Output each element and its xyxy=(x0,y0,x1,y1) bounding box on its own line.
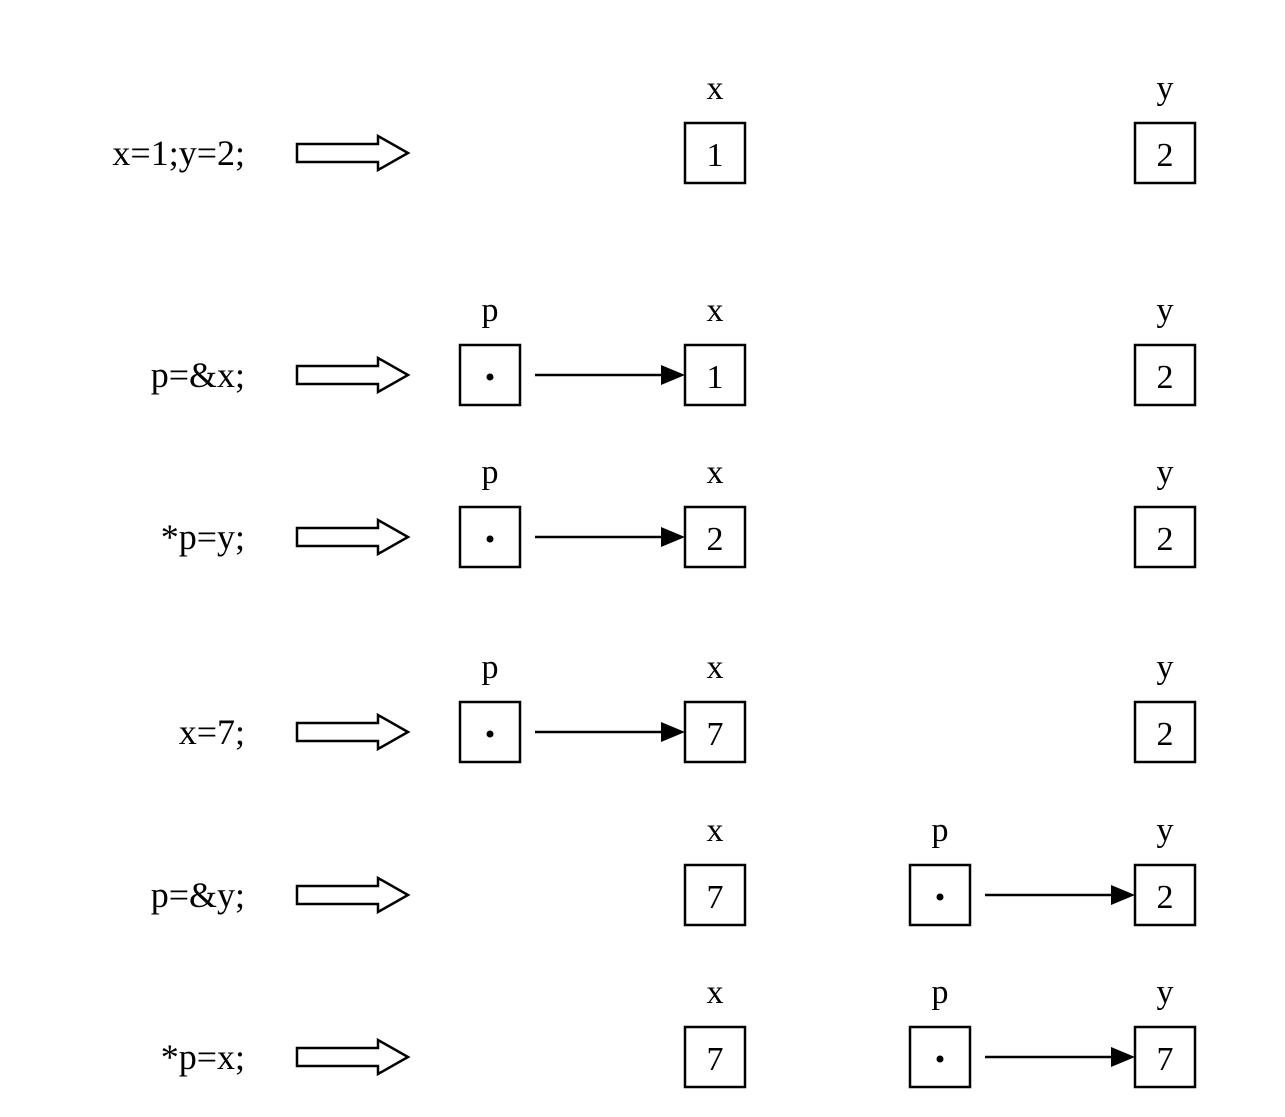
statement-label: *p=y; xyxy=(161,517,245,557)
transition-arrow xyxy=(295,133,411,173)
pointer-dot xyxy=(486,535,494,543)
variable-x-box xyxy=(683,121,747,185)
variable-y-value: 2 xyxy=(1157,521,1174,558)
variable-x-box xyxy=(683,1025,747,1089)
pointer-arrow-head xyxy=(1111,1047,1135,1067)
pointer-p: p xyxy=(908,974,1135,1089)
variable-x-value: 2 xyxy=(707,521,724,558)
variable-x-value: 7 xyxy=(707,879,724,916)
variable-y-cell: y2 xyxy=(1133,292,1197,407)
pointer-dot xyxy=(486,373,494,381)
transition-arrow xyxy=(295,712,411,752)
pointer-p: p xyxy=(458,292,685,407)
variable-y-cell: y2 xyxy=(1133,812,1197,927)
statement-label: p=&y; xyxy=(151,875,245,915)
statement-label: x=7; xyxy=(179,712,245,752)
variable-x-cell: x2 xyxy=(683,454,747,569)
variable-x-value: 1 xyxy=(707,359,724,396)
variable-y-cell: y2 xyxy=(1133,649,1197,764)
variable-x-label: x xyxy=(707,974,724,1011)
variable-y-label: y xyxy=(1157,812,1174,849)
pointer-dot xyxy=(936,1055,944,1063)
variable-y-label: y xyxy=(1157,292,1174,329)
transition-arrow xyxy=(295,1037,411,1077)
variable-y-label: y xyxy=(1157,454,1174,491)
pointer-label: p xyxy=(482,292,499,329)
pointer-label: p xyxy=(482,649,499,686)
statement-label: p=&x; xyxy=(151,355,245,395)
pointer-arrow-head xyxy=(661,722,685,742)
variable-y-box xyxy=(1133,1025,1197,1089)
pointer-p: p xyxy=(458,454,685,569)
variable-y-value: 2 xyxy=(1157,716,1174,753)
variable-x-box xyxy=(683,700,747,764)
variable-x-cell: x1 xyxy=(683,70,747,185)
variable-x-label: x xyxy=(707,454,724,491)
pointer-label: p xyxy=(932,974,949,1011)
variable-x-value: 7 xyxy=(707,716,724,753)
variable-y-label: y xyxy=(1157,70,1174,107)
variable-y-label: y xyxy=(1157,649,1174,686)
transition-arrow xyxy=(295,875,411,915)
variable-x-cell: x7 xyxy=(683,812,747,927)
variable-y-box xyxy=(1133,505,1197,569)
variable-y-box xyxy=(1133,121,1197,185)
transition-arrow xyxy=(295,355,411,395)
variable-x-box xyxy=(683,505,747,569)
variable-y-box xyxy=(1133,700,1197,764)
variable-y-value: 7 xyxy=(1157,1041,1174,1078)
pointer-arrow-head xyxy=(1111,885,1135,905)
variable-x-value: 7 xyxy=(707,1041,724,1078)
variable-y-value: 2 xyxy=(1157,359,1174,396)
variable-x-label: x xyxy=(707,649,724,686)
variable-y-cell: y2 xyxy=(1133,454,1197,569)
pointer-arrow-head xyxy=(661,527,685,547)
statement-label: x=1;y=2; xyxy=(112,133,245,173)
variable-x-box xyxy=(683,863,747,927)
variable-y-box xyxy=(1133,343,1197,407)
transition-arrow xyxy=(295,517,411,557)
variable-x-value: 1 xyxy=(707,137,724,174)
variable-y-cell: y7 xyxy=(1133,974,1197,1089)
variable-y-value: 2 xyxy=(1157,137,1174,174)
statement-label: *p=x; xyxy=(161,1037,245,1077)
pointer-p: p xyxy=(908,812,1135,927)
variable-x-cell: x1 xyxy=(683,292,747,407)
pointer-dot xyxy=(936,893,944,901)
pointer-label: p xyxy=(932,812,949,849)
variable-y-label: y xyxy=(1157,974,1174,1011)
variable-x-label: x xyxy=(707,292,724,329)
pointer-label: p xyxy=(482,454,499,491)
variable-x-label: x xyxy=(707,812,724,849)
variable-x-box xyxy=(683,343,747,407)
variable-y-cell: y2 xyxy=(1133,70,1197,185)
variable-x-cell: x7 xyxy=(683,649,747,764)
pointer-p: p xyxy=(458,649,685,764)
variable-x-label: x xyxy=(707,70,724,107)
pointer-arrow-head xyxy=(661,365,685,385)
pointer-dot xyxy=(486,730,494,738)
variable-x-cell: x7 xyxy=(683,974,747,1089)
variable-y-value: 2 xyxy=(1157,879,1174,916)
